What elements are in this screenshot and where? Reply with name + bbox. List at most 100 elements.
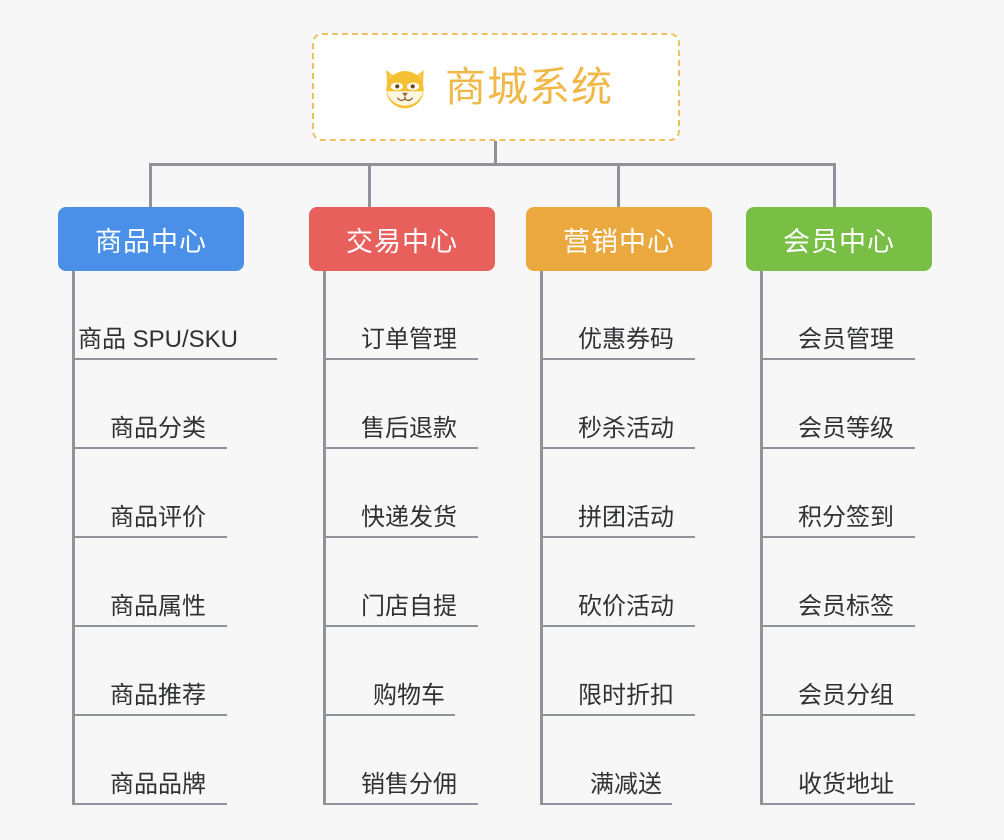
leaf-underline (760, 714, 915, 716)
leaf-item[interactable]: 商品分类 (58, 360, 244, 449)
category-label: 会员中心 (783, 226, 895, 257)
branch-marketing-center: 营销中心 优惠券码 秒杀活动 拼团活动 砍价活动 限时折扣 (526, 207, 712, 805)
leaf-label: 门店自提 (361, 593, 457, 621)
leaf-item[interactable]: 售后退款 (309, 360, 495, 449)
leaf-item[interactable]: 门店自提 (309, 538, 495, 627)
leaf-label: 满减送 (590, 771, 662, 799)
leaf-underline (72, 803, 227, 805)
leaf-item[interactable]: 收货地址 (746, 716, 932, 805)
leaf-label: 商品 SPU/SKU (77, 326, 239, 354)
category-label: 交易中心 (346, 226, 458, 257)
leaf-item[interactable]: 砍价活动 (526, 538, 712, 627)
leaf-underline (540, 625, 695, 627)
leaf-list-marketing-center: 优惠券码 秒杀活动 拼团活动 砍价活动 限时折扣 满减送 (526, 271, 712, 805)
leaf-item[interactable]: 会员等级 (746, 360, 932, 449)
leaf-item[interactable]: 满减送 (526, 716, 712, 805)
leaf-underline (72, 358, 277, 360)
leaf-list-member-center: 会员管理 会员等级 积分签到 会员标签 会员分组 收货地址 (746, 271, 932, 805)
leaf-underline (72, 625, 227, 627)
leaf-underline (72, 536, 227, 538)
leaf-label: 商品推荐 (110, 682, 206, 710)
leaf-label: 会员标签 (798, 593, 894, 621)
leaf-underline (760, 803, 915, 805)
leaf-underline (323, 358, 478, 360)
leaf-item[interactable]: 商品评价 (58, 449, 244, 538)
leaf-item[interactable]: 拼团活动 (526, 449, 712, 538)
leaf-label: 砍价活动 (578, 593, 674, 621)
leaf-label: 会员管理 (798, 326, 894, 354)
root-title: 商城系统 (445, 63, 613, 110)
leaf-label: 积分签到 (798, 504, 894, 532)
trunk-line-member-center (760, 271, 763, 805)
leaf-label: 会员等级 (798, 415, 894, 443)
leaf-label: 快递发货 (361, 504, 457, 532)
leaf-label: 售后退款 (361, 415, 457, 443)
branch-trade-center: 交易中心 订单管理 售后退款 快递发货 门店自提 购物车 (309, 207, 495, 805)
root-node[interactable]: 商城系统 (312, 33, 680, 141)
connector-drop-trade-center (368, 163, 371, 208)
leaf-item[interactable]: 优惠券码 (526, 271, 712, 360)
leaf-item[interactable]: 商品属性 (58, 538, 244, 627)
leaf-underline (323, 625, 478, 627)
shiba-dog-face-icon (379, 62, 431, 114)
leaf-label: 限时折扣 (578, 682, 674, 710)
leaf-label: 会员分组 (798, 682, 894, 710)
leaf-item[interactable]: 商品品牌 (58, 716, 244, 805)
leaf-label: 拼团活动 (578, 504, 674, 532)
leaf-label: 商品评价 (110, 504, 206, 532)
leaf-underline (540, 447, 695, 449)
leaf-underline (323, 536, 478, 538)
leaf-label: 商品分类 (110, 415, 206, 443)
leaf-underline (323, 714, 455, 716)
leaf-item[interactable]: 会员标签 (746, 538, 932, 627)
leaf-label: 商品属性 (110, 593, 206, 621)
leaf-underline (540, 536, 695, 538)
category-header-member-center[interactable]: 会员中心 (746, 207, 932, 271)
leaf-underline (760, 625, 915, 627)
leaf-item[interactable]: 限时折扣 (526, 627, 712, 716)
category-label: 营销中心 (563, 226, 675, 257)
leaf-item[interactable]: 销售分佣 (309, 716, 495, 805)
connector-drop-member-center (833, 163, 836, 208)
leaf-label: 商品品牌 (110, 771, 206, 799)
leaf-underline (540, 714, 695, 716)
leaf-underline (72, 447, 227, 449)
leaf-underline (323, 803, 478, 805)
leaf-underline (72, 714, 227, 716)
connector-drop-marketing-center (617, 163, 620, 208)
leaf-item[interactable]: 会员管理 (746, 271, 932, 360)
leaf-label: 收货地址 (798, 771, 894, 799)
trunk-line-trade-center (323, 271, 326, 805)
leaf-item[interactable]: 积分签到 (746, 449, 932, 538)
leaf-label: 优惠券码 (578, 326, 674, 354)
connector-drop-product-center (149, 163, 152, 208)
leaf-item[interactable]: 快递发货 (309, 449, 495, 538)
leaf-label: 购物车 (373, 682, 445, 710)
leaf-item[interactable]: 订单管理 (309, 271, 495, 360)
leaf-label: 订单管理 (361, 326, 457, 354)
category-header-product-center[interactable]: 商品中心 (58, 207, 244, 271)
connector-root-stem (494, 141, 497, 166)
category-header-trade-center[interactable]: 交易中心 (309, 207, 495, 271)
leaf-item[interactable]: 会员分组 (746, 627, 932, 716)
category-header-marketing-center[interactable]: 营销中心 (526, 207, 712, 271)
connector-horizontal-bus (149, 163, 836, 166)
leaf-item[interactable]: 购物车 (309, 627, 495, 716)
leaf-underline (540, 803, 672, 805)
leaf-underline (540, 358, 695, 360)
leaf-item[interactable]: 秒杀活动 (526, 360, 712, 449)
leaf-item[interactable]: 商品推荐 (58, 627, 244, 716)
leaf-item[interactable]: 商品 SPU/SKU (58, 271, 277, 360)
trunk-line-product-center (72, 271, 75, 805)
trunk-line-marketing-center (540, 271, 543, 805)
leaf-underline (323, 447, 478, 449)
leaf-label: 秒杀活动 (578, 415, 674, 443)
leaf-list-trade-center: 订单管理 售后退款 快递发货 门店自提 购物车 销售分佣 (309, 271, 495, 805)
leaf-underline (760, 358, 915, 360)
leaf-underline (760, 447, 915, 449)
branch-product-center: 商品中心 商品 SPU/SKU 商品分类 商品评价 商品属性 商品推荐 (58, 207, 277, 805)
leaf-list-product-center: 商品 SPU/SKU 商品分类 商品评价 商品属性 商品推荐 商品品牌 (58, 271, 277, 805)
branch-member-center: 会员中心 会员管理 会员等级 积分签到 会员标签 会员分组 (746, 207, 932, 805)
leaf-underline (760, 536, 915, 538)
leaf-label: 销售分佣 (361, 771, 457, 799)
